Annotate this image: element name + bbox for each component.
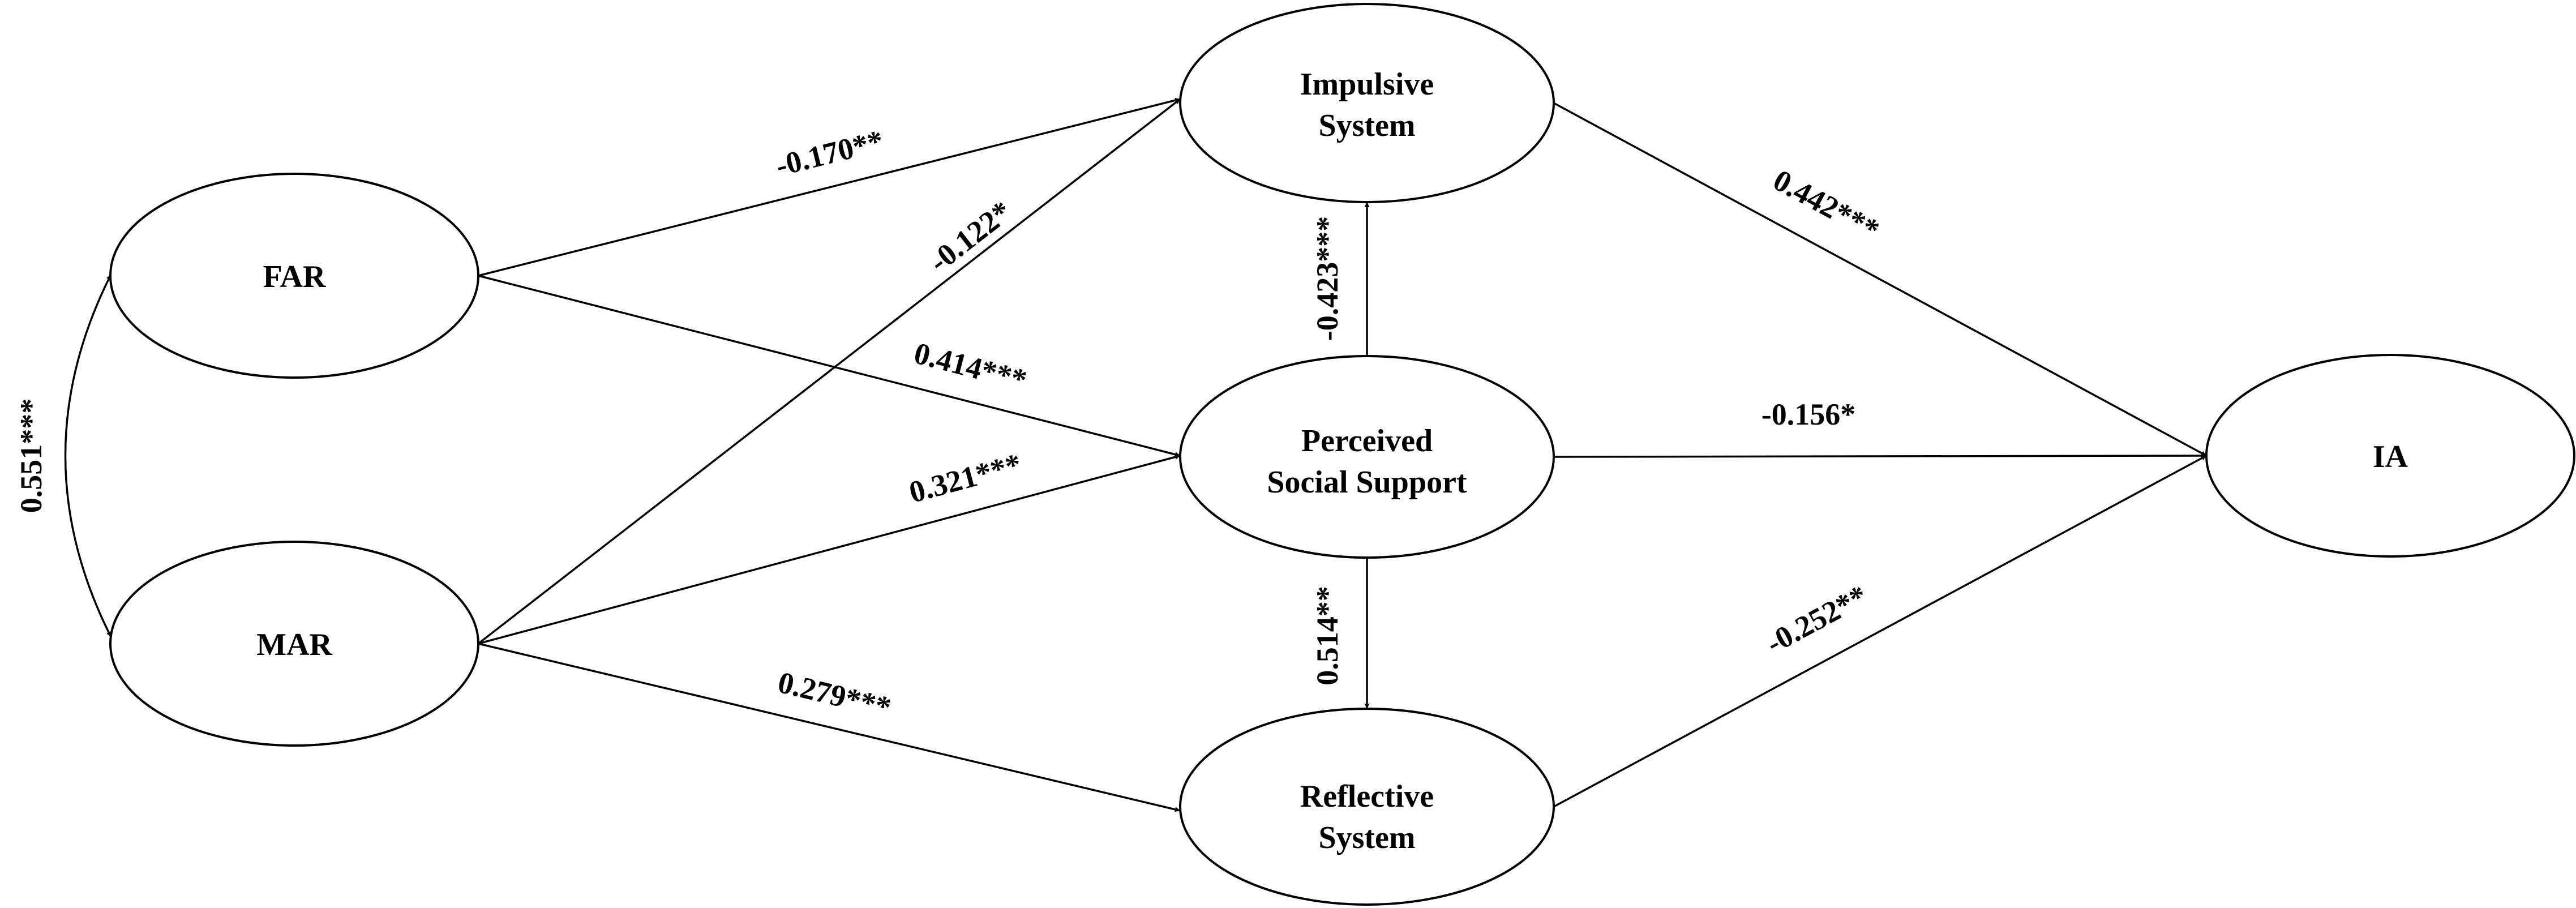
- edge-impulsive-ia: [1553, 102, 2207, 457]
- node-impulsive-system: Impulsive System: [1179, 3, 1555, 203]
- coef-far-impulsive: -0.170**: [773, 123, 887, 183]
- node-reflective-system-label-2: System: [1318, 820, 1415, 855]
- edge-pss-ia: [1553, 453, 2207, 459]
- edge-mar-pss: [478, 454, 1181, 645]
- node-perceived-social-support-shape: [1179, 355, 1555, 559]
- edges: [64, 97, 2207, 812]
- edge-far-mar: [64, 274, 112, 637]
- node-perceived-social-support: Perceived Social Support: [1179, 355, 1555, 559]
- coef-impulsive-ia: 0.442***: [1768, 163, 1885, 247]
- node-impulsive-system-label-1: Impulsive: [1300, 67, 1434, 102]
- node-far-shape: [109, 173, 479, 379]
- node-impulsive-system-label-2: System: [1318, 108, 1415, 143]
- node-mar-shape: [109, 541, 479, 747]
- edge-mar-reflective: [478, 643, 1181, 812]
- node-far: FAR: [109, 173, 479, 379]
- node-ia: IA: [2205, 354, 2575, 558]
- node-perceived-social-support-label-1: Perceived: [1301, 423, 1433, 459]
- node-ia-label: IA: [2373, 439, 2408, 474]
- coef-reflective-ia: -0.252**: [1760, 579, 1873, 661]
- node-reflective-system-label-1: Reflective: [1300, 779, 1434, 814]
- node-mar: MAR: [109, 541, 479, 747]
- edge-reflective-ia: [1553, 455, 2207, 808]
- nodes: FAR MAR Impulsive System Perceived Socia…: [109, 3, 2575, 906]
- node-perceived-social-support-label-2: Social Support: [1267, 465, 1467, 500]
- edge-far-pss: [478, 275, 1181, 457]
- coef-mar-pss: 0.321***: [906, 447, 1025, 509]
- edge-mar-impulsive: [477, 98, 1181, 645]
- coef-pss-reflective: 0.514**: [1310, 586, 1344, 686]
- coef-mar-reflective: 0.279***: [775, 665, 894, 725]
- node-ia-shape: [2205, 354, 2575, 558]
- node-mar-label: MAR: [256, 627, 332, 662]
- coef-pss-ia: -0.156*: [1761, 397, 1855, 431]
- coef-far-mar: 0.551***: [14, 399, 48, 513]
- node-impulsive-system-shape: [1179, 3, 1555, 203]
- node-reflective-system: Reflective System: [1179, 708, 1555, 906]
- edge-far-impulsive: [478, 97, 1181, 277]
- node-reflective-system-shape: [1179, 708, 1555, 906]
- node-far-label: FAR: [263, 259, 326, 294]
- coef-far-pss: 0.414***: [911, 336, 1030, 397]
- coef-pss-impulsive: -0.423***: [1310, 216, 1344, 341]
